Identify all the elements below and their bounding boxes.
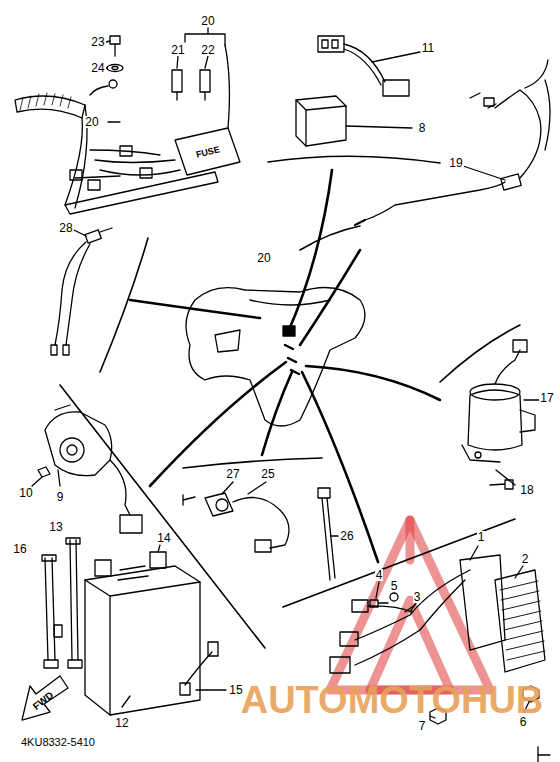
callout-number: 1	[477, 531, 486, 543]
sensor-strap	[183, 482, 338, 580]
callout-number: 8	[418, 122, 427, 134]
battery	[42, 538, 226, 715]
starter-relay	[462, 340, 540, 489]
forward-arrow	[22, 676, 68, 720]
callout-number: 4	[375, 569, 384, 581]
section-lines	[60, 156, 520, 648]
callout-number: 2	[521, 553, 530, 565]
callout-number: 13	[48, 521, 63, 533]
switch-cable	[355, 60, 550, 225]
callout-number: 12	[114, 717, 129, 729]
callout-number: 16	[12, 543, 27, 555]
callout-number: 11	[421, 42, 435, 54]
direction-label: FWD	[30, 689, 56, 712]
main-switch	[32, 405, 142, 533]
relay	[296, 96, 412, 146]
fuse-box-label: FUSE	[194, 144, 221, 159]
callout-number: 5	[390, 580, 399, 592]
callout-number: 23	[90, 36, 105, 48]
callout-number: 14	[156, 532, 171, 544]
wire-harness	[15, 28, 240, 214]
callout-number: 25	[260, 468, 275, 480]
frame-outline	[186, 288, 365, 427]
rectifier-harness	[330, 546, 550, 762]
callout-number: 20	[200, 15, 215, 27]
callout-number: 9	[56, 491, 65, 503]
callout-number: 17	[539, 392, 554, 404]
sub-harness	[318, 36, 420, 96]
callout-number: 20	[84, 116, 99, 128]
callout-number: 18	[519, 484, 534, 496]
callout-number: 19	[448, 157, 463, 169]
callout-number: 21	[170, 44, 185, 56]
callout-number: 7	[418, 720, 427, 732]
callout-number: 28	[58, 222, 73, 234]
location-lines	[130, 170, 440, 562]
watermark-logo	[330, 520, 490, 690]
callout-number: 26	[339, 530, 354, 542]
callout-number: 22	[200, 44, 215, 56]
callout-number: 3	[413, 591, 422, 603]
callout-number: 24	[90, 62, 105, 74]
callout-number: 20	[256, 252, 271, 264]
screw-washer	[90, 36, 123, 95]
sensor	[51, 228, 112, 355]
callout-number: 10	[18, 487, 33, 499]
watermark: AUTOMOTOHUB	[240, 681, 545, 719]
callout-number: 27	[225, 468, 240, 480]
drawing-code: 4KU8332-5410	[20, 737, 96, 748]
